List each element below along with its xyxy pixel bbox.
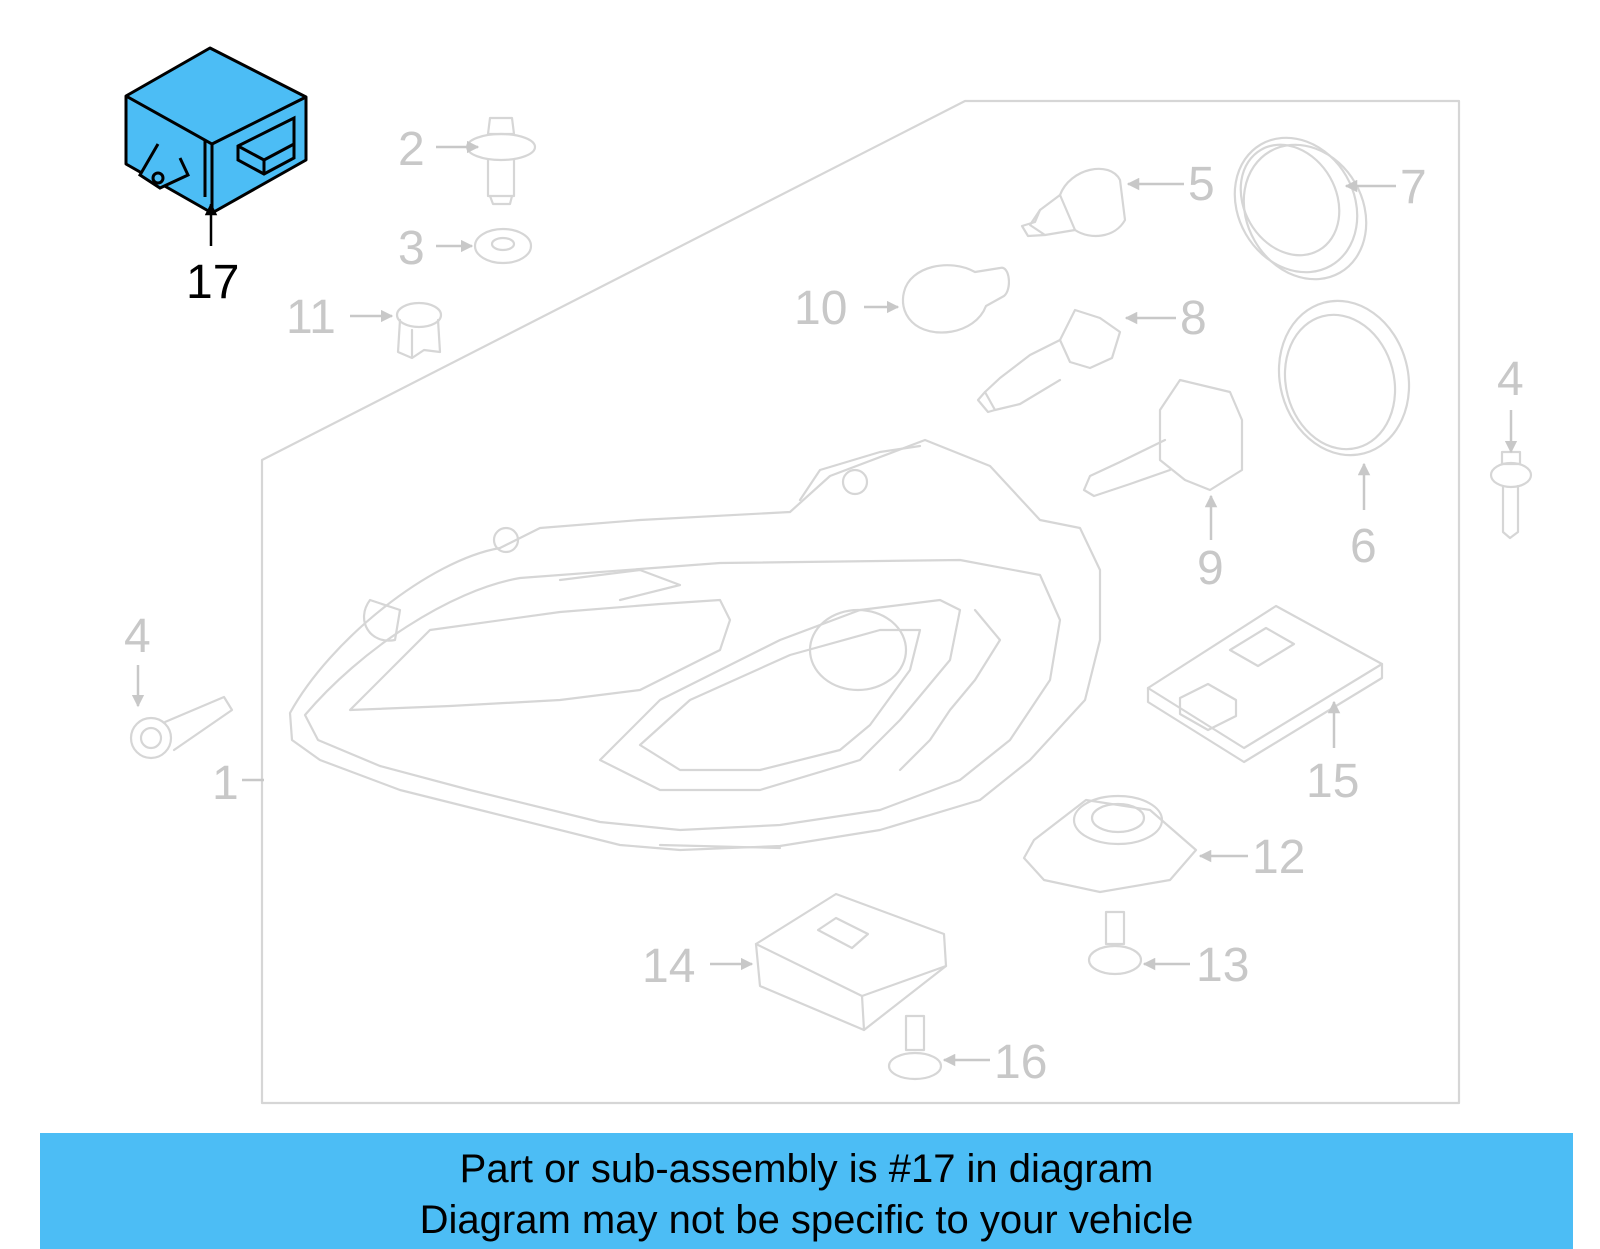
callout-4-left: 4 xyxy=(124,610,151,663)
part-2-bolt[interactable] xyxy=(465,116,537,206)
info-banner: Part or sub-assembly is #17 in diagram D… xyxy=(40,1133,1573,1249)
assembly-frame xyxy=(260,99,1461,1105)
part-1-headlight[interactable] xyxy=(288,438,1102,852)
part-7-ring[interactable] xyxy=(1211,115,1390,301)
callout-3: 3 xyxy=(398,222,425,275)
part-16-screw[interactable] xyxy=(887,1014,943,1081)
part-15-module[interactable] xyxy=(1146,604,1384,764)
part-4-bolt-right[interactable] xyxy=(1489,450,1533,540)
part-5-bulb[interactable] xyxy=(1020,167,1127,238)
part-12-socket[interactable] xyxy=(1022,794,1198,894)
part-13-screw[interactable] xyxy=(1087,910,1143,976)
callout-16: 16 xyxy=(994,1036,1047,1089)
callout-10: 10 xyxy=(794,282,847,335)
banner-line-1: Part or sub-assembly is #17 in diagram xyxy=(459,1147,1154,1191)
callout-2: 2 xyxy=(398,123,425,176)
part-14-ballast[interactable] xyxy=(754,892,948,1032)
part-6-ring[interactable] xyxy=(1262,286,1426,470)
callout-8: 8 xyxy=(1180,292,1207,345)
part-10-bulb[interactable] xyxy=(901,264,1010,334)
callout-14: 14 xyxy=(642,940,695,993)
callout-4-right: 4 xyxy=(1497,353,1524,406)
callout-17: 17 xyxy=(186,256,239,309)
callout-9: 9 xyxy=(1197,542,1224,595)
part-11-clip[interactable] xyxy=(395,301,443,360)
banner-line-2: Diagram may not be specific to your vehi… xyxy=(419,1198,1194,1242)
callout-1: 1 xyxy=(212,757,239,810)
callout-5: 5 xyxy=(1188,158,1215,211)
part-8-bulb[interactable] xyxy=(976,308,1122,414)
part-9-bulb[interactable] xyxy=(1082,378,1244,498)
callout-13: 13 xyxy=(1196,939,1249,992)
part-3-washer[interactable] xyxy=(473,227,533,265)
callout-15: 15 xyxy=(1306,755,1359,808)
part-4-bolt-left[interactable] xyxy=(129,695,234,760)
part-17-control-module[interactable] xyxy=(124,46,308,215)
callout-12: 12 xyxy=(1252,831,1305,884)
leader-lines xyxy=(131,140,1518,1067)
callout-6: 6 xyxy=(1350,520,1377,573)
callout-7: 7 xyxy=(1400,161,1427,214)
callout-11: 11 xyxy=(286,291,336,344)
